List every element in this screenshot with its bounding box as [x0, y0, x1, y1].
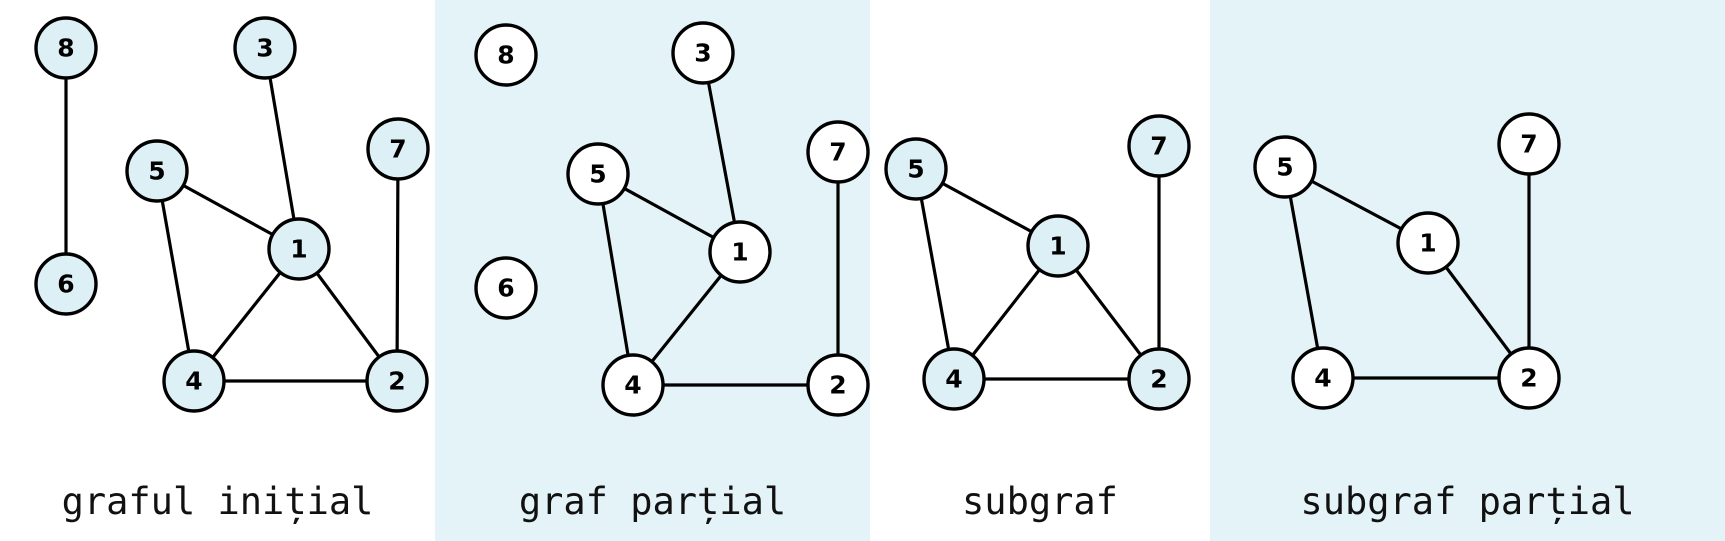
graph-node-5[interactable]: 5	[125, 139, 189, 203]
graph-node-8[interactable]: 8	[34, 16, 98, 80]
panel-subgraf: 7 5 1 4 2 subgraf	[870, 0, 1210, 541]
graph-drawing-panel-subgraf: 7 5 1 4 2	[884, 114, 1191, 411]
node-label-5: 5	[907, 155, 924, 184]
node-label-5: 5	[589, 160, 606, 189]
node-label-6: 6	[57, 270, 74, 299]
graph-node-4[interactable]: 4	[601, 353, 665, 417]
node-label-2: 2	[388, 367, 405, 396]
panel-subgraf-partial: 7 5 1 4 2 subgraf parțial	[1210, 0, 1725, 541]
node-circle-4	[162, 349, 226, 413]
node-circle-1	[267, 217, 331, 281]
node-circle-3	[233, 16, 297, 80]
node-label-4: 4	[185, 367, 202, 396]
node-circle-1	[1026, 214, 1090, 278]
graph-edge-5-4	[596, 172, 635, 387]
node-label-7: 7	[829, 138, 846, 167]
graph-node-2[interactable]: 2	[365, 349, 429, 413]
graph-node-1[interactable]: 1	[267, 217, 331, 281]
node-label-2: 2	[1150, 365, 1167, 394]
node-label-3: 3	[256, 34, 273, 63]
node-circle-5	[884, 137, 948, 201]
graph-node-1[interactable]: 1	[1026, 214, 1090, 278]
node-circle-7	[366, 117, 430, 181]
node-circle-4	[1291, 346, 1355, 410]
node-circle-1	[708, 220, 772, 284]
graph-node-2[interactable]: 2	[806, 353, 870, 417]
node-label-4: 4	[1314, 364, 1331, 393]
graph-node-7[interactable]: 7	[806, 120, 870, 184]
graph-drawing-panel-initial: 8 6 3 7 5 1 4 2	[34, 16, 430, 413]
node-circle-7	[1127, 114, 1191, 178]
node-circle-1	[1396, 211, 1460, 275]
graph-edge-5-4	[914, 167, 956, 381]
graph-node-5[interactable]: 5	[566, 142, 630, 206]
node-circle-4	[922, 347, 986, 411]
panel-caption-panel-initial: graful inițial	[61, 480, 374, 523]
graph-edge-3-1	[263, 46, 301, 251]
node-circle-5	[125, 139, 189, 203]
graph-node-2[interactable]: 2	[1127, 347, 1191, 411]
panel-caption-panel-graf-partial: graf parțial	[518, 480, 787, 523]
node-label-5: 5	[148, 157, 165, 186]
graph-edge-7-2	[395, 147, 400, 383]
node-label-4: 4	[624, 371, 641, 400]
node-label-1: 1	[290, 235, 307, 264]
graph-node-2[interactable]: 2	[1497, 346, 1561, 410]
graph-node-4[interactable]: 4	[1291, 346, 1355, 410]
node-circle-4	[601, 353, 665, 417]
graph-node-6[interactable]: 6	[474, 256, 538, 320]
node-circle-2	[806, 353, 870, 417]
node-label-8: 8	[57, 34, 74, 63]
graph-node-8[interactable]: 8	[474, 23, 538, 87]
node-label-8: 8	[497, 41, 514, 70]
panel-background-panel-subgraf-partial	[1210, 0, 1725, 541]
node-circle-6	[34, 252, 98, 316]
node-label-1: 1	[1419, 229, 1436, 258]
graph-node-7[interactable]: 7	[1497, 112, 1561, 176]
graph-edge-5-4	[1283, 165, 1325, 380]
graph-node-3[interactable]: 3	[233, 16, 297, 80]
node-label-7: 7	[1520, 130, 1537, 159]
graph-node-5[interactable]: 5	[884, 137, 948, 201]
node-label-7: 7	[1150, 132, 1167, 161]
node-circle-2	[365, 349, 429, 413]
panel-initial: 8 6 3 7 5 1 4 2 graful inițial	[0, 0, 435, 541]
node-circle-5	[1253, 135, 1317, 199]
node-label-2: 2	[1520, 364, 1537, 393]
node-circle-8	[34, 16, 98, 80]
panel-caption-panel-subgraf: subgraf	[962, 480, 1118, 523]
graph-node-1[interactable]: 1	[708, 220, 772, 284]
node-circle-6	[474, 256, 538, 320]
graph-node-7[interactable]: 7	[366, 117, 430, 181]
node-label-7: 7	[389, 135, 406, 164]
graph-node-6[interactable]: 6	[34, 252, 98, 316]
node-circle-2	[1497, 346, 1561, 410]
node-label-5: 5	[1276, 153, 1293, 182]
node-circle-8	[474, 23, 538, 87]
graph-node-3[interactable]: 3	[671, 21, 735, 85]
graph-drawing-panel-subgraf-partial: 7 5 1 4 2	[1253, 112, 1561, 410]
node-circle-3	[671, 21, 735, 85]
node-circle-7	[1497, 112, 1561, 176]
node-label-6: 6	[497, 274, 514, 303]
node-circle-7	[806, 120, 870, 184]
node-label-3: 3	[694, 39, 711, 68]
graph-node-4[interactable]: 4	[162, 349, 226, 413]
graph-drawing-panel-graf-partial: 8 6 3 7 5 1 4 2	[474, 21, 870, 417]
node-label-1: 1	[1049, 232, 1066, 261]
node-circle-2	[1127, 347, 1191, 411]
node-circle-5	[566, 142, 630, 206]
panel-graf-partial: 8 6 3 7 5 1 4 2 graf parțial	[435, 0, 870, 541]
panel-caption-panel-subgraf-partial: subgraf parțial	[1300, 480, 1635, 523]
graph-edge-3-1	[701, 51, 742, 254]
graph-node-5[interactable]: 5	[1253, 135, 1317, 199]
graph-edge-5-4	[155, 169, 196, 383]
node-label-2: 2	[829, 371, 846, 400]
node-label-1: 1	[731, 238, 748, 267]
node-label-4: 4	[945, 365, 962, 394]
graph-node-4[interactable]: 4	[922, 347, 986, 411]
graph-node-7[interactable]: 7	[1127, 114, 1191, 178]
graph-node-1[interactable]: 1	[1396, 211, 1460, 275]
